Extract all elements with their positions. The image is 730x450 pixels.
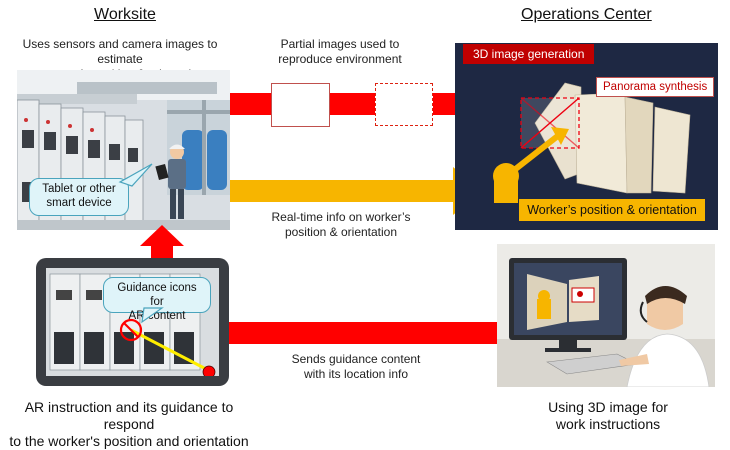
instructor-caption: Using 3D image for work instructions	[523, 399, 693, 433]
instructor-illustration	[497, 244, 715, 387]
guidance-caption-line2: with its location info	[303, 367, 409, 381]
worksite-title: Worksite	[94, 6, 156, 23]
instructor-caption-line2: work instructions	[555, 416, 661, 432]
red-arrow-head-up	[140, 225, 184, 246]
realtime-caption: Real-time info on worker’s position & or…	[256, 210, 426, 240]
partial-images-caption-line1: Partial images used to	[280, 37, 400, 51]
yellow-arrow-shaft	[230, 180, 455, 202]
partial-images-caption: Partial images used to reproduce environ…	[265, 37, 415, 67]
realtime-caption-line2: position & orientation	[284, 225, 398, 239]
tablet-callout-line1: Tablet or other	[42, 183, 116, 195]
realtime-caption-line1: Real-time info on worker’s	[271, 210, 411, 224]
3d-generation-label: 3D image generation	[463, 44, 595, 64]
panorama-illustration	[493, 82, 691, 203]
guidance-callout-pointer	[141, 307, 164, 324]
worksite-caption-line1: Uses sensors and camera images to estima…	[22, 37, 218, 66]
operations-center-title: Operations Center	[521, 6, 652, 23]
tablet-callout: Tablet or other smart device	[29, 178, 129, 216]
tablet-callout-pointer	[118, 163, 153, 187]
guidance-caption-line1: Sends guidance content	[291, 352, 421, 366]
guidance-caption: Sends guidance content with its location…	[276, 352, 436, 382]
ar-instruction-caption-line2: to the worker's position and orientation	[9, 433, 249, 449]
tablet-callout-line2: smart device	[46, 197, 112, 209]
panorama-label: Panorama synthesis	[596, 77, 715, 97]
partial-image-box	[271, 83, 330, 127]
partial-images-caption-line2: reproduce environment	[278, 52, 402, 66]
ar-instruction-caption-line1: AR instruction and its guidance to respo…	[24, 399, 234, 432]
position-orientation-label: Worker’s position & orientation	[519, 199, 705, 221]
instructor-caption-line1: Using 3D image for	[548, 399, 668, 415]
red-connector-bottom	[229, 322, 497, 344]
ar-instruction-caption: AR instruction and its guidance to respo…	[0, 399, 258, 450]
guidance-icons-callout-line1: Guidance icons for	[117, 282, 197, 308]
red-arrow-shaft-top	[230, 93, 470, 115]
partial-image-dashed-box	[375, 83, 433, 126]
